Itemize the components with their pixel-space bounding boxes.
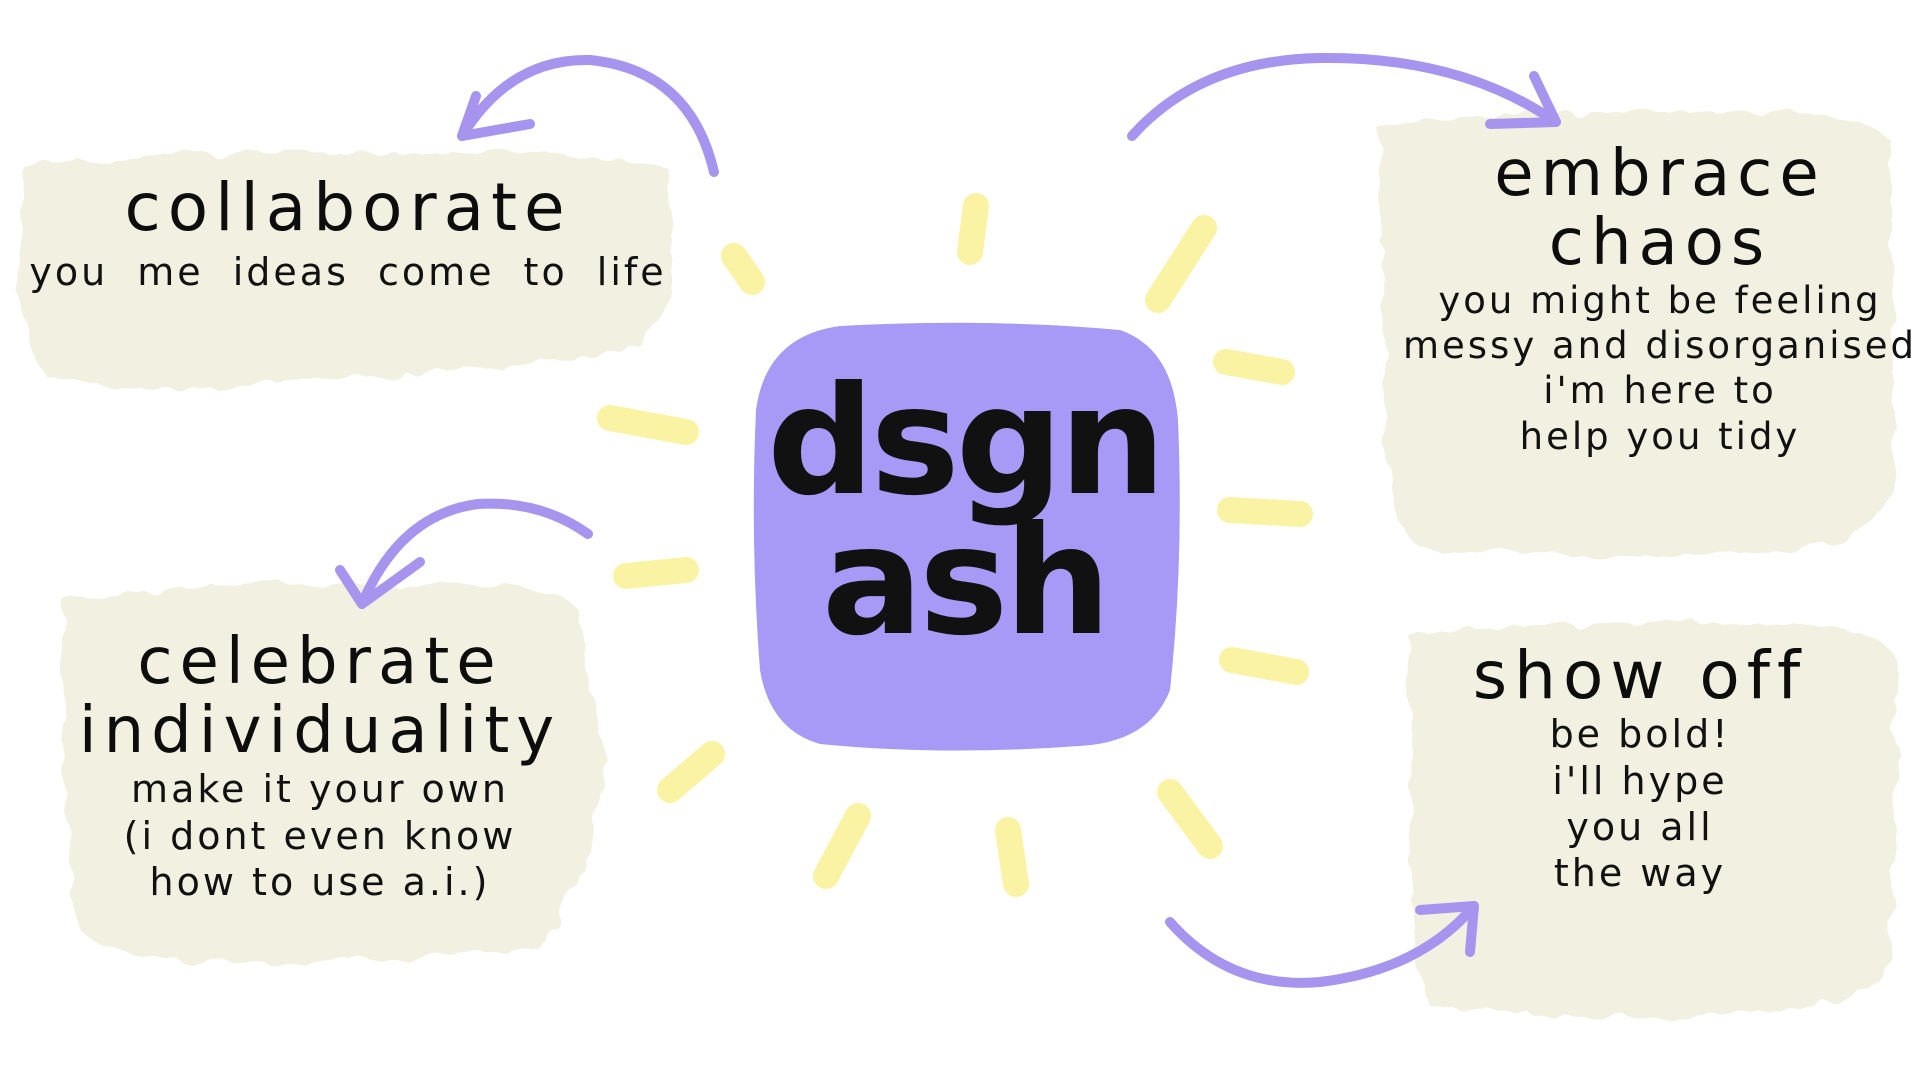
paint-patches [19, 111, 1896, 1018]
celebrate-line: (i dont even know [123, 813, 517, 858]
sun-ray-icon [1145, 215, 1217, 313]
arrow-icon [335, 498, 593, 609]
chaos-title-line: embrace [1494, 137, 1826, 211]
sun-ray-icon [1157, 779, 1223, 859]
celebrate-line: make it your own [131, 767, 509, 812]
show-off-line: i'll hype [1552, 758, 1728, 803]
show-off-title: show off [1472, 637, 1808, 714]
show-off-line: the way [1553, 851, 1727, 896]
patch-chaos [1378, 111, 1895, 556]
sun-ray-icon [995, 817, 1029, 897]
logo-badge [753, 322, 1180, 751]
sun-ray-icon [813, 803, 871, 889]
celebrate-title-line: celebrate [137, 625, 503, 699]
sun-ray-icon [613, 557, 699, 589]
patch-collaborate [19, 151, 673, 388]
show-off-line: you all [1566, 804, 1714, 849]
sun-ray-icon [957, 193, 989, 265]
chaos-line: i'm here to [1543, 369, 1777, 413]
chaos-block: embrace chaos you might be feeling messy… [1390, 137, 1920, 459]
collaborate-line: you me ideas come to life [29, 250, 667, 295]
celebrate-title-line: individuality [78, 694, 562, 769]
celebrate-block: celebrate individuality make it your own… [50, 625, 590, 905]
arrows [335, 52, 1561, 988]
arrow-icon [457, 54, 719, 177]
arrow-icon [1165, 901, 1479, 988]
show-off-line: be bold! [1549, 712, 1731, 757]
sun-ray-icon [1217, 497, 1313, 527]
celebrate-line: how to use a.i.) [149, 859, 491, 904]
sun-ray-icon [1219, 647, 1309, 685]
logo-line-2: ash [821, 495, 1111, 669]
patch-celebrate [61, 583, 607, 963]
logo: dsgn ash [752, 322, 1177, 747]
chaos-line: messy and disorganised [1402, 324, 1918, 368]
chaos-line: help you tidy [1519, 414, 1801, 458]
chaos-line: you might be feeling [1438, 279, 1882, 323]
arrow-icon [1127, 52, 1561, 141]
sun-ray-icon [721, 243, 765, 295]
collaborate-block: collaborate you me ideas come to life [18, 172, 678, 296]
logo-line-1: dsgn [767, 355, 1166, 529]
patch-show-off [1408, 622, 1896, 1018]
sun-ray-icon [1213, 349, 1295, 385]
sun-rays [597, 193, 1313, 897]
collaborate-title: collaborate [124, 169, 572, 246]
show-off-block: show off be bold! i'll hype you all the … [1430, 640, 1850, 897]
chaos-title-line: chaos [1548, 206, 1772, 281]
sun-ray-icon [597, 405, 699, 445]
sun-ray-icon [657, 741, 725, 803]
